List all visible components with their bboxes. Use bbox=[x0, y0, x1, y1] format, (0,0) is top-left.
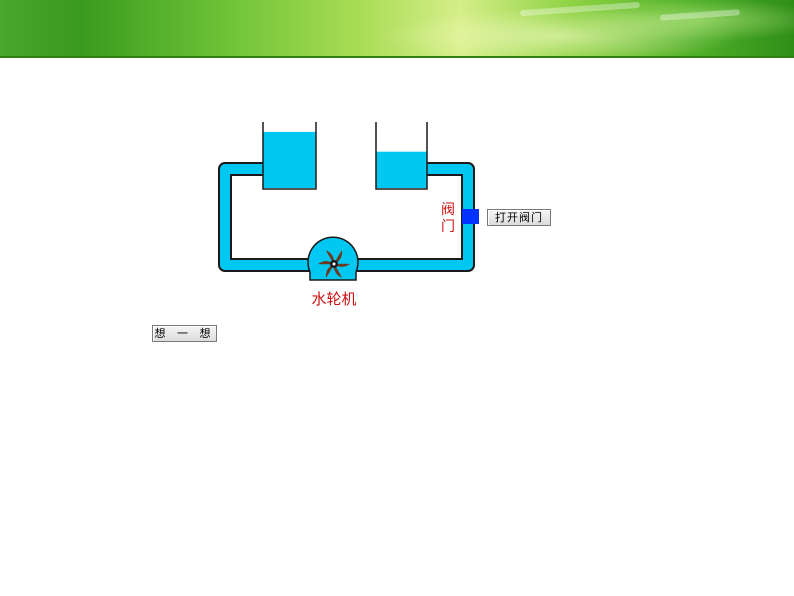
right-container bbox=[375, 122, 428, 190]
left-container-wall bbox=[262, 122, 317, 190]
right-container-water bbox=[376, 151, 427, 188]
valve-icon bbox=[462, 209, 479, 224]
header-banner bbox=[0, 0, 794, 58]
open-valve-button[interactable]: 打开阀门 bbox=[487, 209, 551, 226]
turbine-blades bbox=[317, 250, 351, 278]
left-container bbox=[262, 122, 317, 190]
turbine-icon bbox=[307, 236, 359, 281]
right-container-wall bbox=[375, 122, 428, 190]
turbine-label: 水轮机 bbox=[311, 290, 357, 308]
left-container-water bbox=[263, 131, 316, 188]
think-button[interactable]: 想 一 想 bbox=[152, 325, 217, 342]
valve-label: 阀门 bbox=[441, 202, 455, 235]
